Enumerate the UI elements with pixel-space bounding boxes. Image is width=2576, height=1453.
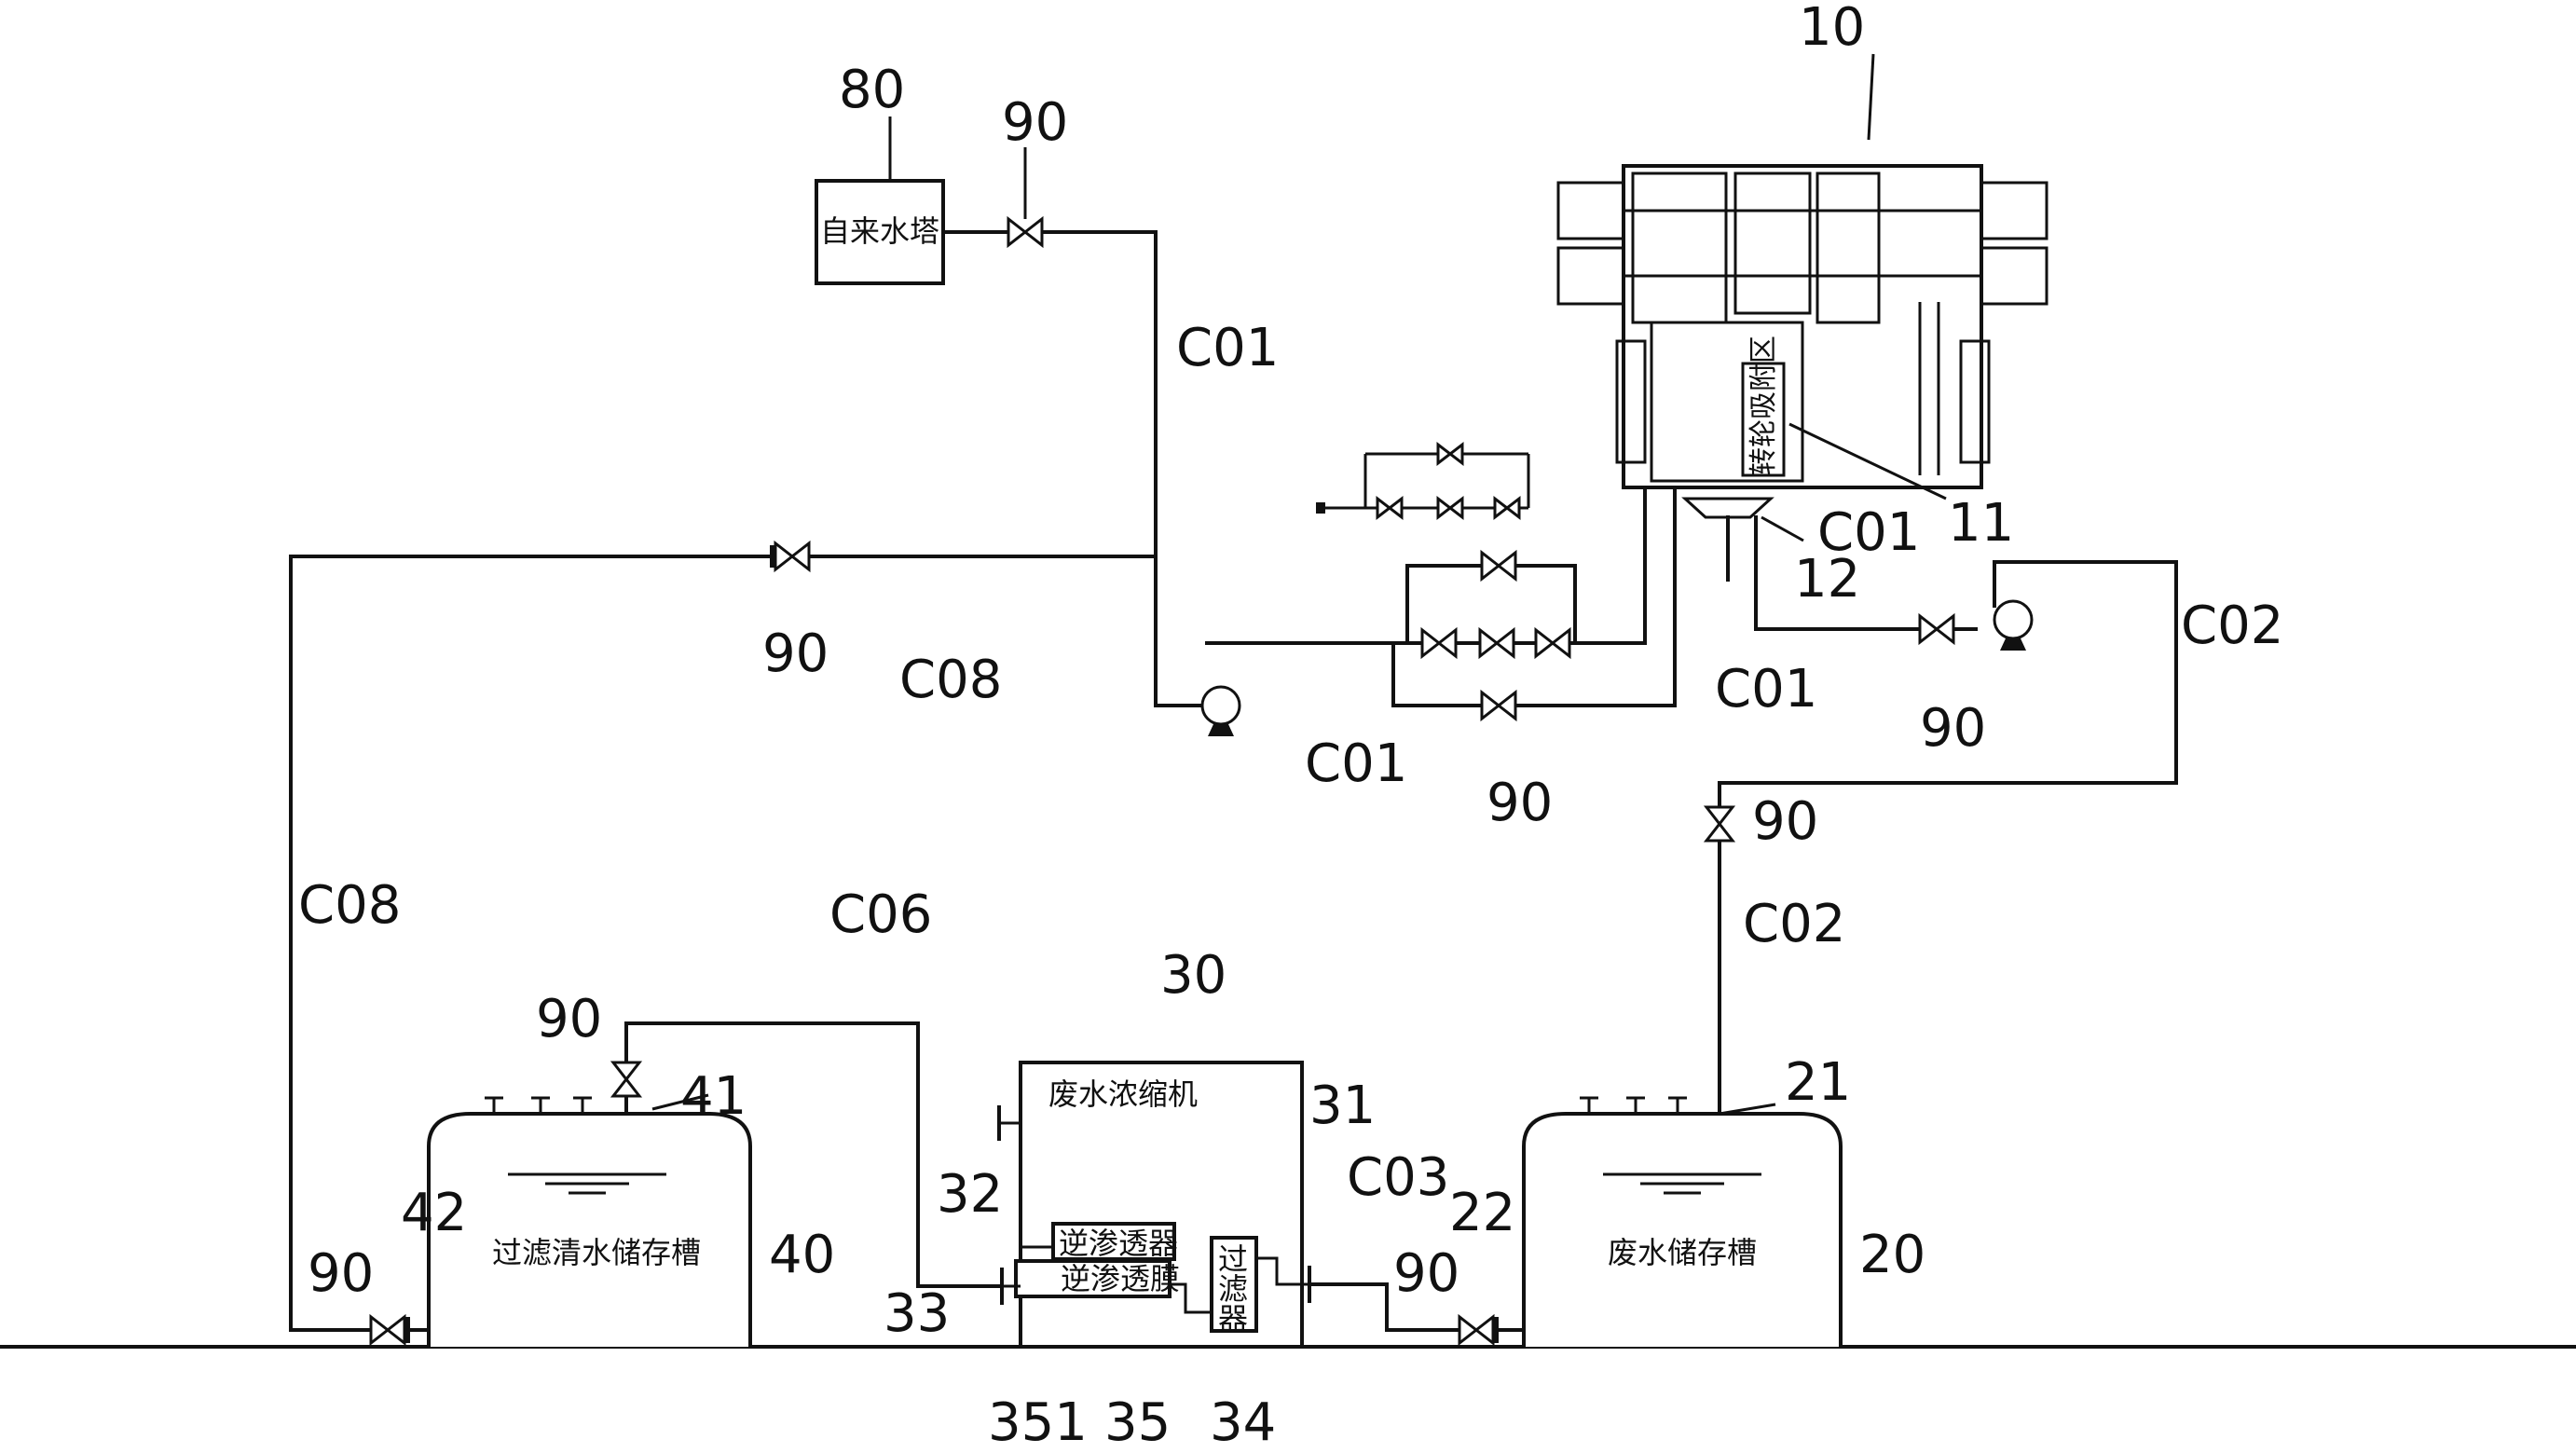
label-clean-inlet: 41 — [680, 1066, 747, 1127]
valve-icon[interactable] — [1480, 549, 1517, 583]
clean-tank-name: 过滤清水储存槽 — [492, 1235, 701, 1270]
valve-icon[interactable] — [770, 540, 811, 573]
svg-text:器: 器 — [1218, 1301, 1248, 1336]
label-pipe: C01 — [1817, 502, 1920, 563]
concentrator: 废水浓缩机 逆渗透器 逆渗透膜 过 滤 器 — [1014, 1061, 1304, 1349]
label-clean-outlet: 42 — [401, 1183, 467, 1243]
label-ro-membrane: 351 — [988, 1392, 1088, 1453]
label-waste-tank: 20 — [1859, 1225, 1925, 1285]
label-port-31: 31 — [1309, 1076, 1376, 1136]
ro-unit — [1051, 1222, 1176, 1261]
wastewater-tank: 废水储存槽 — [1522, 1096, 1843, 1347]
clean-water-tank: 过滤清水储存槽 — [427, 1096, 752, 1347]
label-valve: 90 — [1002, 92, 1068, 153]
svg-text:过: 过 — [1218, 1241, 1248, 1277]
valve-icon[interactable] — [1918, 612, 1955, 646]
label-pipe: C02 — [2181, 596, 2283, 656]
label-pipe: C01 — [1715, 659, 1817, 720]
rotor-zone-label: 转轮吸附区 — [1747, 336, 1780, 475]
filter — [1210, 1236, 1258, 1333]
concentrator-name: 废水浓缩机 — [1048, 1076, 1198, 1112]
label-waste-inlet: 21 — [1785, 1052, 1851, 1113]
wastewater-tank-name: 废水储存槽 — [1608, 1235, 1757, 1270]
valve-icon[interactable] — [1478, 626, 1515, 660]
label-concentrator: 30 — [1160, 945, 1226, 1006]
water-tower: 自来水塔 — [815, 179, 945, 285]
label-valve: 90 — [536, 989, 602, 1049]
valve-icon[interactable] — [610, 1061, 643, 1098]
label-pipe: C01 — [1305, 733, 1407, 794]
valve-icon[interactable] — [369, 1313, 410, 1347]
label-pipe: C08 — [298, 875, 401, 936]
label-valve: 90 — [762, 624, 829, 684]
label-drain-pan: 12 — [1794, 549, 1860, 610]
label-zone: 11 — [1948, 493, 2014, 554]
label-unit: 10 — [1799, 0, 1865, 58]
valve-icon[interactable] — [1534, 626, 1571, 660]
label-pipe: C06 — [829, 884, 932, 945]
label-valve: 90 — [1487, 773, 1553, 833]
label-pipe: C02 — [1743, 894, 1845, 954]
water-tower-name: 自来水塔 — [820, 213, 939, 249]
ro-membrane — [1014, 1259, 1172, 1298]
svg-text:滤: 滤 — [1218, 1271, 1248, 1307]
label-valve: 90 — [1920, 698, 1986, 759]
label-waste-outlet: 22 — [1449, 1183, 1515, 1243]
label-valve: 90 — [308, 1243, 374, 1304]
valve-icon[interactable] — [1703, 805, 1736, 843]
label-pipe: C08 — [899, 650, 1002, 710]
label-valve: 90 — [1752, 791, 1818, 852]
label-port-33: 33 — [884, 1283, 950, 1344]
valve-icon[interactable] — [1458, 1313, 1499, 1347]
valve-icon[interactable] — [1420, 626, 1458, 660]
label-clean-tank: 40 — [769, 1225, 835, 1285]
pump-icon[interactable] — [1993, 599, 2034, 651]
pump-icon[interactable] — [1200, 685, 1241, 736]
label-filter: 34 — [1210, 1392, 1276, 1453]
label-pipe: C03 — [1347, 1147, 1449, 1208]
adsorption-unit: 转轮吸附区 — [1556, 164, 2048, 489]
valve-icon[interactable] — [1436, 495, 1464, 521]
valve-icon[interactable] — [1493, 495, 1521, 521]
valve-icon[interactable] — [1436, 441, 1464, 467]
ro-membrane-name: 逆渗透膜 — [1061, 1261, 1180, 1296]
drain-pan — [1681, 497, 1774, 519]
valve-icon[interactable] — [1376, 495, 1404, 521]
label-pipe: C01 — [1176, 318, 1279, 378]
label-port-32: 32 — [937, 1164, 1003, 1225]
valve-icon[interactable] — [1007, 215, 1044, 249]
ro-unit-name: 逆渗透器 — [1059, 1226, 1178, 1261]
label-water-tower: 80 — [839, 60, 905, 120]
label-valve: 90 — [1393, 1243, 1459, 1304]
label-ro: 35 — [1104, 1392, 1171, 1453]
valve-icon[interactable] — [1480, 689, 1517, 722]
